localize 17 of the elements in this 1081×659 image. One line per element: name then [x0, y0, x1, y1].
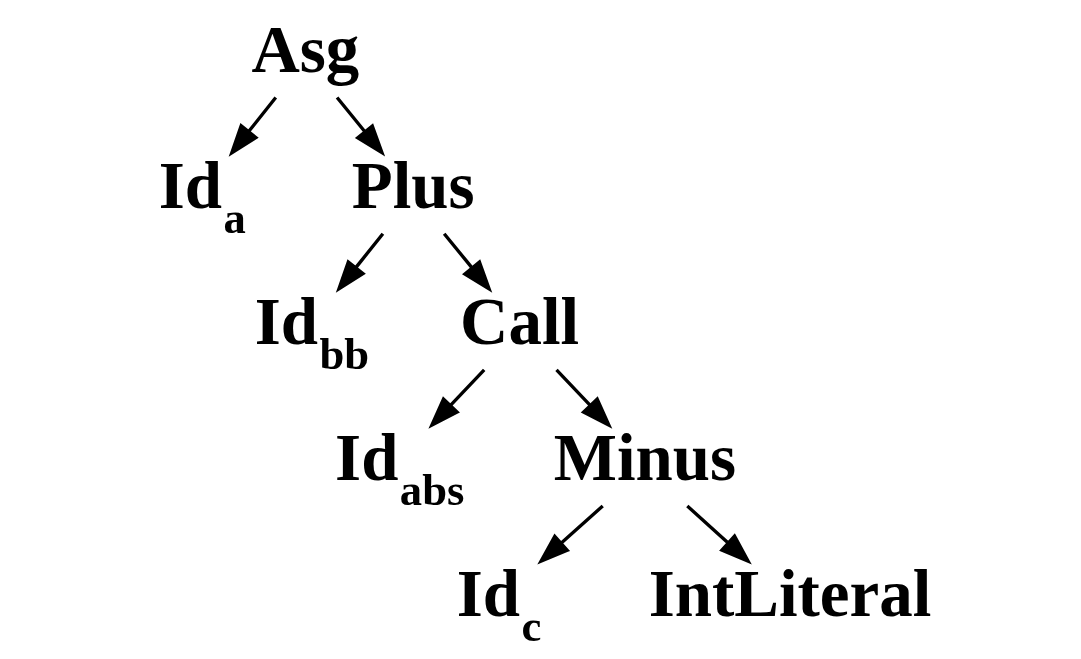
arrow: [442, 232, 492, 293]
node-text: Call: [459, 284, 579, 359]
arrow: [228, 96, 277, 157]
arrow: [554, 368, 612, 429]
arrow: [335, 232, 384, 293]
node-text: Asg: [250, 11, 359, 86]
arrow: [685, 504, 752, 565]
node-text: Id$_{abs}$: [334, 420, 464, 516]
node-text: Id$_{c}$: [456, 556, 541, 652]
node-text: Plus: [351, 147, 475, 222]
node-text: IntLiteral: [648, 556, 931, 631]
arrow: [335, 96, 385, 157]
node-text: Id$_{bb}$: [254, 284, 369, 380]
arrow: [427, 368, 485, 429]
node-text: Minus: [553, 420, 736, 495]
arrow: [536, 504, 604, 565]
node-text: Id$_{a}$: [158, 147, 246, 243]
